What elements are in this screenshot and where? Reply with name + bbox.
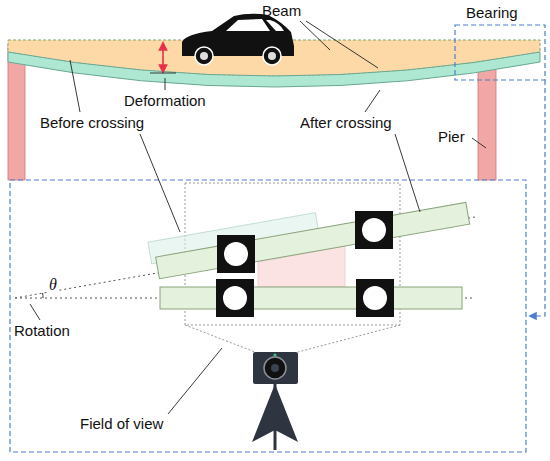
detail-link (530, 80, 545, 316)
bar-before (160, 287, 462, 309)
target-marker (216, 211, 394, 317)
part-label: Beam (262, 2, 301, 20)
camera (252, 352, 298, 450)
car (182, 14, 294, 65)
field-of-view (185, 183, 400, 352)
part-label: Bearing (466, 4, 518, 22)
part-label: Before crossing (40, 114, 144, 132)
bar-after (156, 202, 470, 278)
angle-arc (42, 293, 43, 298)
part-label: After crossing (300, 114, 392, 132)
leader-line (30, 21, 486, 414)
deformation-arrow (162, 43, 164, 72)
part-label: Field of view (80, 415, 163, 433)
part-label: Pier (438, 128, 465, 146)
detail-panel (10, 180, 526, 452)
angle-symbol: θ (48, 276, 58, 294)
bearing-box (455, 25, 545, 80)
part-label: Rotation (14, 322, 70, 340)
reference-line (150, 73, 176, 74)
pier (8, 45, 25, 180)
part-label: Deformation (124, 92, 206, 110)
beam-after (8, 52, 540, 87)
